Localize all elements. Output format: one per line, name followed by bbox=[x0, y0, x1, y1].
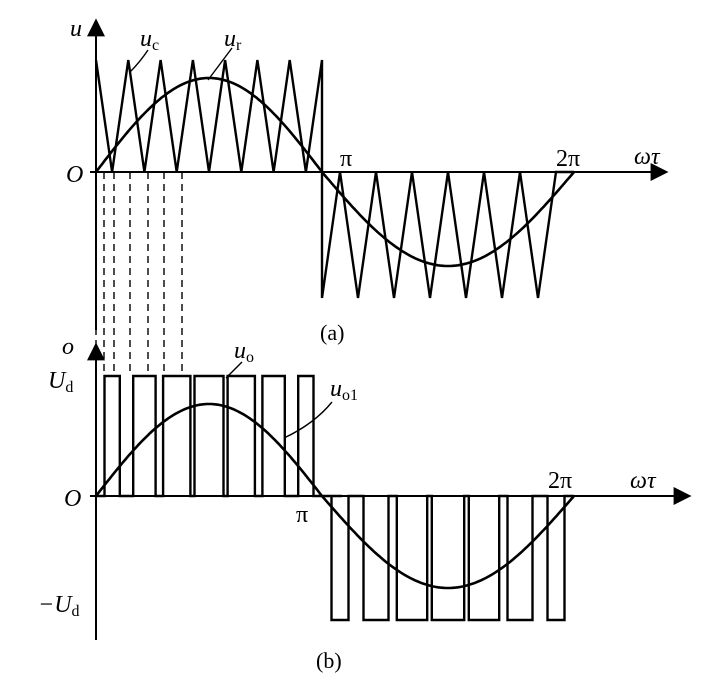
panel-a-caption: (a) bbox=[320, 320, 344, 345]
fundamental-sine-wave bbox=[94, 402, 575, 590]
panel-a-pi-tick-label: π bbox=[340, 146, 352, 172]
reference-sine-wave bbox=[94, 76, 575, 268]
panel-b-origin-label: O bbox=[64, 486, 81, 512]
panel-a: u O π 2π ωτ uc ur (a) bbox=[66, 16, 669, 376]
carrier-triangle-wave bbox=[94, 59, 574, 299]
panel-b-caption: (b) bbox=[316, 648, 342, 673]
switching-instant-dashed-lines bbox=[95, 172, 183, 376]
output-label-leader bbox=[225, 361, 243, 379]
panel-b-y-axis-label: o bbox=[62, 334, 74, 360]
panel-b-2pi-tick-label: 2π bbox=[548, 468, 572, 494]
fundamental-label-leader bbox=[283, 401, 333, 439]
fundamental-label: uo1 bbox=[330, 376, 358, 404]
reference-label-leader bbox=[207, 47, 233, 81]
carrier-label-leader bbox=[129, 49, 149, 73]
output-label: uo bbox=[234, 338, 254, 366]
panel-a-y-axis-label: u bbox=[70, 16, 82, 42]
panel-a-origin-label: O bbox=[66, 162, 83, 188]
panel-a-x-axis-label: ωτ bbox=[634, 144, 661, 170]
panel-b-pos-level-label: Ud bbox=[48, 368, 73, 396]
panel-b-neg-level-label: −Ud bbox=[38, 592, 80, 620]
carrier-label: uc bbox=[140, 26, 159, 54]
panel-b-x-axis-label: ωτ bbox=[630, 468, 657, 494]
panel-b: o Ud O −Ud π 2π ωτ uo uo1 (b) bbox=[38, 334, 692, 673]
spwm-output-pulse-train bbox=[96, 374, 574, 622]
panel-b-pi-tick-label: π bbox=[296, 502, 308, 528]
panel-a-2pi-tick-label: 2π bbox=[556, 146, 580, 172]
reference-label: ur bbox=[224, 26, 242, 54]
